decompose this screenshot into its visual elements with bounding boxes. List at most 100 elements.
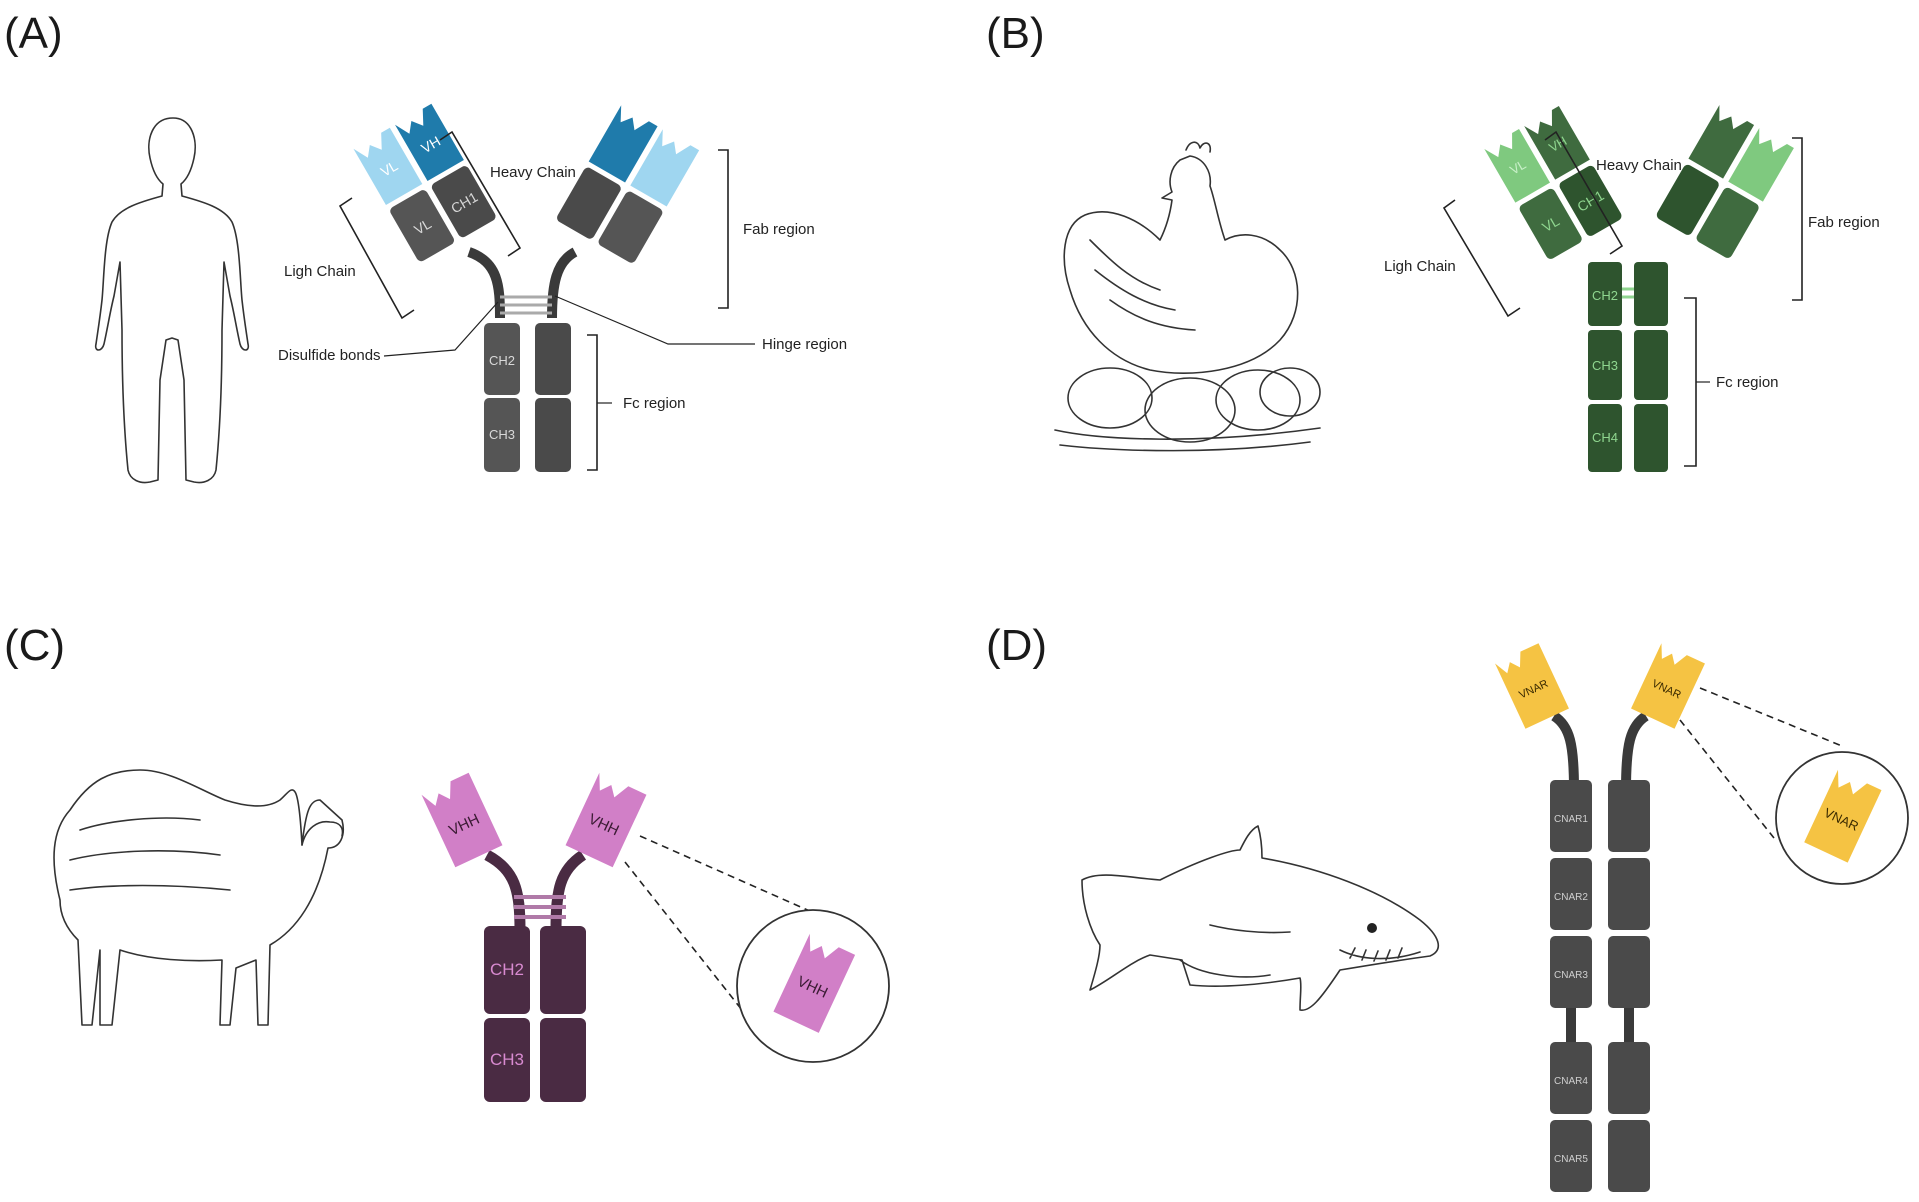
fc-bracket-b <box>1684 297 1697 467</box>
zoom-line-lower-d <box>1679 719 1775 839</box>
zoom-line-lower-c <box>624 861 743 1011</box>
disulfide-leader <box>383 301 499 357</box>
label-ch2-a: CH2 <box>489 353 515 368</box>
panel-b-label: (B) <box>986 9 1045 58</box>
fab-region-label-a: Fab region <box>743 221 815 238</box>
right-vl-b <box>1728 127 1794 202</box>
cnar3-left <box>1550 936 1592 1008</box>
linker-left-d <box>1566 1008 1576 1044</box>
label-ch3-c: CH3 <box>490 1050 524 1069</box>
panel-c-label: (C) <box>4 621 65 670</box>
heavy-chain-bracket-b <box>1544 130 1624 255</box>
label-cnar3: CNAR3 <box>1554 970 1588 981</box>
fc-region-label-a: Fc region <box>623 395 686 412</box>
fc-left-ch3 <box>484 398 520 472</box>
fc-left-ch3-c <box>484 1018 530 1102</box>
label-vl-a: VL <box>378 157 401 180</box>
fab-bracket-a <box>718 149 729 309</box>
fc-bracket-a <box>587 334 598 471</box>
light-chain-label-a: Ligh Chain <box>284 263 356 280</box>
zoom-line-upper-d <box>1699 687 1843 747</box>
panel-b: (B) CH2 CH3 CH4 <box>986 9 1880 472</box>
fc-left-ch2-c <box>484 926 530 1014</box>
light-chain-bracket-b <box>1442 199 1521 318</box>
panel-a: (A) CH2 CH3 <box>4 9 847 484</box>
vhh-left <box>421 772 503 868</box>
fc-right-ch3-b <box>1634 330 1668 400</box>
right-vh <box>588 105 658 183</box>
hinge-region-label: Hinge region <box>762 336 847 353</box>
cnar5-right <box>1608 1120 1650 1192</box>
fc-left-ch2 <box>484 323 520 395</box>
cnar1-left <box>1550 780 1592 852</box>
vnar-right <box>1631 643 1705 729</box>
label-cnar2: CNAR2 <box>1554 892 1588 903</box>
fc-right-ch3-c <box>540 1018 586 1102</box>
panel-c: (C) CH2 CH3 VHH VHH <box>4 621 890 1102</box>
light-chain-label-b: Ligh Chain <box>1384 258 1456 275</box>
label-cnar5: CNAR5 <box>1554 1154 1588 1165</box>
label-ch4-b: CH4 <box>1592 430 1618 445</box>
label-ch3-a: CH3 <box>489 427 515 442</box>
label-ch2-b: CH2 <box>1592 288 1618 303</box>
fc-right-ch4-b <box>1634 404 1668 472</box>
fc-right-ch2-c <box>540 926 586 1014</box>
disulfide-bonds-label: Disulfide bonds <box>278 347 381 364</box>
camel-sketch-icon <box>53 769 344 1026</box>
right-vh-b <box>1688 104 1755 179</box>
label-vl-lower-b: VL <box>1539 213 1562 236</box>
left-lower-vl <box>390 190 454 262</box>
cnar5-left <box>1550 1120 1592 1192</box>
label-ch3-b: CH3 <box>1592 358 1618 373</box>
fc-left-ch3-b <box>1588 330 1622 400</box>
antibody-a: CH2 CH3 VL CH1 VL VH Heav <box>278 103 847 472</box>
cnar2-left <box>1550 858 1592 930</box>
fc-right-ch2 <box>535 323 571 395</box>
hinge-leader <box>554 295 755 345</box>
antibody-b: CH2 CH3 CH4 VL CH1 VL VH H <box>1384 104 1880 472</box>
zoom-line-upper-c <box>639 835 813 913</box>
vnar-left <box>1495 643 1569 729</box>
right-ch1-b <box>1656 164 1719 235</box>
panel-d-label: (D) <box>986 621 1047 670</box>
right-lower-vl-b <box>1696 187 1759 258</box>
linker-right-d <box>1624 1008 1634 1044</box>
left-vl-b <box>1484 128 1550 203</box>
left-vl <box>353 127 423 206</box>
cnar1-right <box>1608 780 1650 852</box>
left-vh <box>395 103 464 182</box>
cnar3-right <box>1608 936 1650 1008</box>
antibody-d: CNAR1 CNAR2 CNAR3 CNAR4 CNAR5 VNAR VNAR … <box>1495 643 1909 1192</box>
antibody-c: CH2 CH3 VHH VHH VHH <box>421 772 890 1102</box>
panel-a-label: (A) <box>4 9 63 58</box>
shark-sketch-icon <box>1081 825 1440 1011</box>
heavy-chain-label-b: Heavy Chain <box>1596 157 1682 174</box>
fc-right-ch3 <box>535 398 571 472</box>
right-ch1 <box>557 167 621 239</box>
vnar-zoom <box>1804 769 1882 863</box>
label-ch2-c: CH2 <box>490 960 524 979</box>
light-chain-bracket <box>338 197 415 320</box>
hinge-right <box>547 247 578 319</box>
human-outline-icon <box>94 117 250 484</box>
hinge-right-d <box>1621 711 1649 791</box>
fc-region-label-b: Fc region <box>1716 374 1779 391</box>
cnar4-left <box>1550 1042 1592 1114</box>
right-vl <box>630 129 700 207</box>
fc-left-ch4-b <box>1588 404 1622 472</box>
left-lower-vl-b <box>1519 188 1582 259</box>
label-cnar1: CNAR1 <box>1554 814 1588 825</box>
heavy-chain-label-a: Heavy Chain <box>490 164 576 181</box>
cnar2-right <box>1608 858 1650 930</box>
chicken-sketch-icon <box>1054 141 1321 452</box>
hinge-left <box>467 247 505 319</box>
label-vl-b: VL <box>1507 157 1528 178</box>
right-lower-vl <box>598 191 663 263</box>
cnar4-right <box>1608 1042 1650 1114</box>
vhh-zoom <box>773 933 856 1033</box>
vhh-right <box>565 772 647 868</box>
label-cnar4: CNAR4 <box>1554 1076 1588 1087</box>
heavy-chain-bracket <box>439 130 522 257</box>
panel-d: (D) CNAR1 CNAR2 <box>986 621 1909 1192</box>
